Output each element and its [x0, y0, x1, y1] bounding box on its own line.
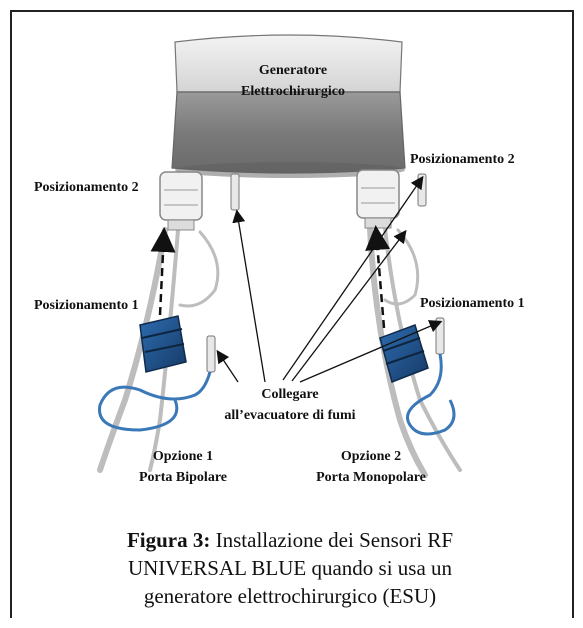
position2-left-label: Posizionamento 2: [34, 180, 139, 195]
left-rf-sensor: [139, 315, 187, 373]
right-dashed-arrow: [365, 225, 391, 329]
center-plug: [230, 173, 240, 211]
figure-frame: [10, 10, 574, 618]
left-port-connector: [159, 171, 203, 231]
caption-text-line1: Installazione dei Sensori RF: [210, 528, 454, 552]
figure-number: Figura 3:: [126, 528, 211, 552]
figure-caption: Figura 3: Installazione dei Sensori RF U…: [60, 526, 520, 610]
connect-arrows: [216, 175, 443, 383]
position2-right-label: Posizionamento 2: [410, 152, 515, 167]
connect-label-line1: Collegare: [261, 387, 319, 402]
generator-label-line2: Elettrochirurgico: [241, 84, 345, 99]
right-rf-sensor: [379, 324, 429, 384]
caption-line1: Figura 3: Installazione dei Sensori RF: [60, 526, 520, 554]
left-sensor-cord: [98, 371, 212, 432]
left-dashed-arrow: [150, 227, 176, 316]
option1-label-line1: Opzione 1: [152, 449, 214, 464]
right-cable: [367, 225, 462, 478]
position1-right-label: Posizionamento 1: [420, 296, 525, 311]
left-cable: [97, 227, 220, 473]
generator-label-line1: Generatore: [258, 63, 328, 78]
right-port-connector: [356, 169, 400, 229]
position1-left-label: Posizionamento 1: [34, 298, 139, 313]
caption-text-line2: UNIVERSAL BLUE quando si usa un: [127, 556, 453, 580]
left-plug: [206, 335, 216, 373]
connect-label-line2: all’evacuatore di fumi: [224, 408, 356, 423]
caption-text-line3: generatore elettrochirurgico (ESU): [143, 584, 437, 608]
right-sensor-cord: [406, 353, 456, 436]
installation-diagram: [97, 34, 462, 478]
electrosurgical-generator: [171, 34, 406, 178]
option2-label-line1: Opzione 2: [340, 449, 402, 464]
option2-label-line2: Porta Monopolare: [316, 470, 426, 485]
option1-label-line2: Porta Bipolare: [138, 470, 227, 485]
